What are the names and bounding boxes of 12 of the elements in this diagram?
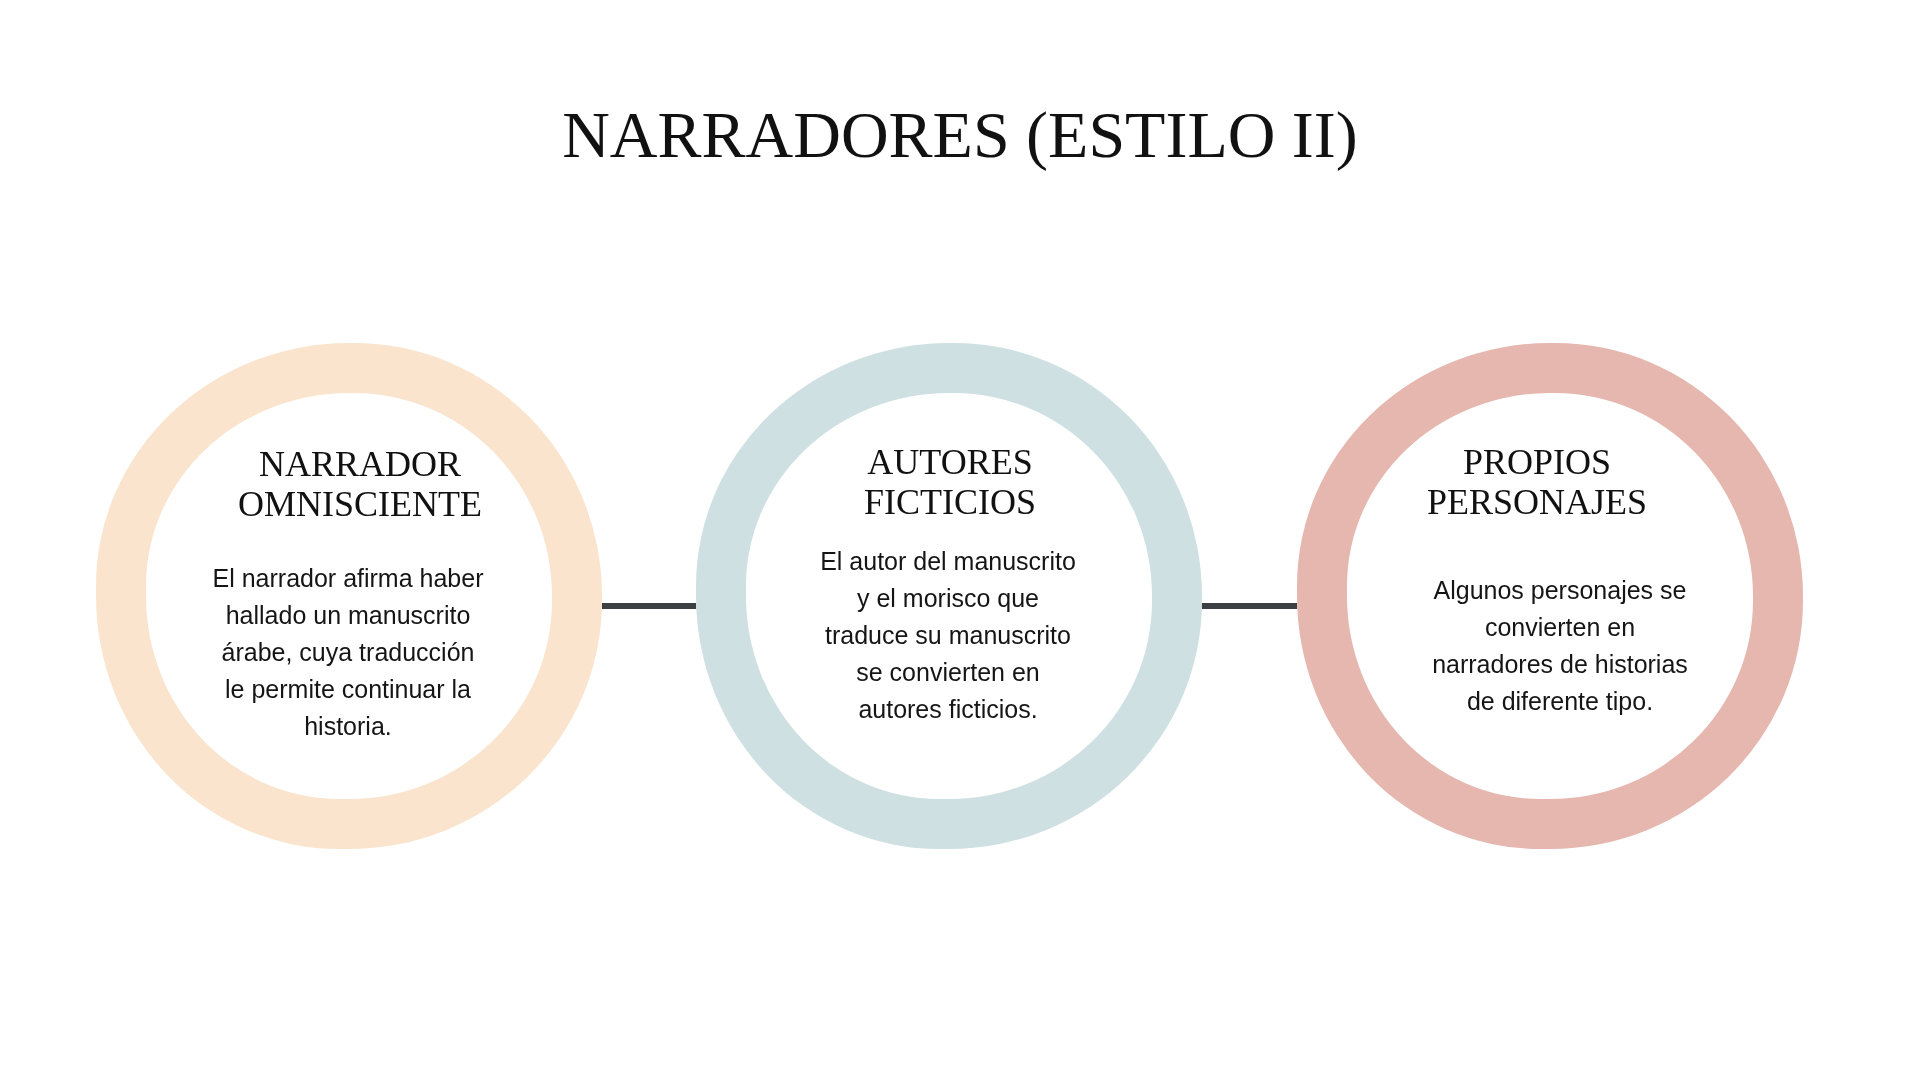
node-description: El autor del manuscrito y el morisco que traduce su manuscrito se convierten en autores ficticios. xyxy=(819,546,1077,725)
node-description: Algunos personajes se convierten en narradores de historias de diferente tipo. xyxy=(1431,575,1689,717)
connector-line xyxy=(601,603,697,609)
node-heading: AUTORES FICTICIOS xyxy=(863,442,1037,523)
node-description: El narrador afirma haber hallado un manuscrito árabe, cuya traducción le permite continuar la historia. xyxy=(211,563,485,742)
brush-ring-node xyxy=(1297,343,1803,849)
node-heading: PROPIOS PERSONAJES xyxy=(1425,442,1649,523)
connector-line xyxy=(1201,603,1298,609)
brush-ring-node xyxy=(696,343,1202,849)
brush-ring-node xyxy=(96,343,602,849)
node-heading: NARRADOR OMNISCIENTE xyxy=(237,444,483,525)
page-title: NARRADORES (ESTILO II) xyxy=(562,99,1358,172)
